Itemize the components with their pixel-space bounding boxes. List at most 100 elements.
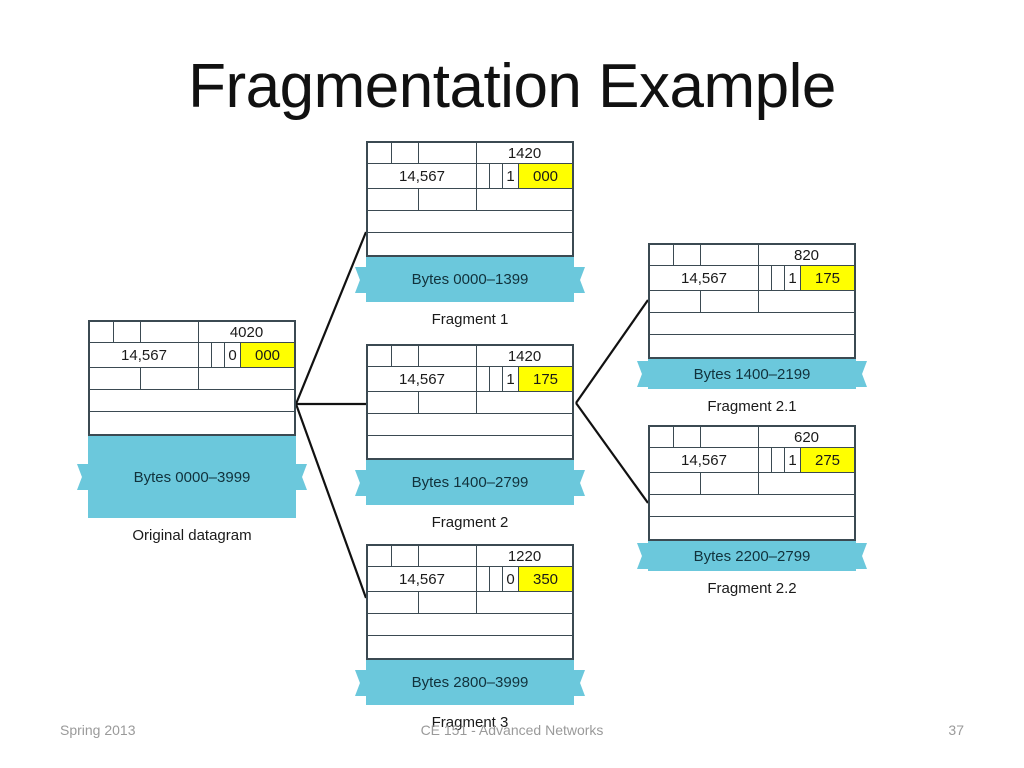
- ribbon-notch-right-icon: [856, 361, 867, 387]
- payload-ribbon-wrap: Bytes 0000–3999: [77, 436, 307, 518]
- ribbon-notch-left-icon: [637, 543, 648, 569]
- header-row-5: [368, 233, 572, 255]
- payload-ribbon-wrap: Bytes 2800–3999: [355, 660, 585, 705]
- header-row-3: [650, 473, 854, 495]
- footer-term: Spring 2013: [60, 722, 136, 738]
- payload-ribbon-wrap: Bytes 1400–2799: [355, 460, 585, 505]
- header-row-1: 1220: [368, 546, 572, 567]
- header-row-5: [650, 517, 854, 539]
- ihl-cell: [392, 546, 419, 566]
- source-address-cell: [368, 211, 572, 232]
- source-address-cell: [650, 313, 854, 334]
- header-row-3: [368, 189, 572, 211]
- header-row-1: 4020: [90, 322, 294, 343]
- ribbon-notch-right-icon: [856, 543, 867, 569]
- footer-slide-number: 37: [948, 722, 964, 738]
- version-cell: [368, 143, 392, 163]
- identification-cell: 14,567: [90, 343, 199, 367]
- slide-footer: Spring 2013 CE 151 - Advanced Networks 3…: [0, 722, 1024, 746]
- ip-header-table: 1220 14,567 0 350: [366, 544, 574, 660]
- ribbon-notch-left-icon: [355, 670, 366, 696]
- ihl-cell: [392, 143, 419, 163]
- source-address-cell: [368, 414, 572, 435]
- connector-original-to-fragment-3: [294, 403, 368, 599]
- protocol-cell: [141, 368, 199, 389]
- header-row-2: 14,567 1 275: [650, 448, 854, 473]
- total-length-cell: 1420: [507, 144, 542, 162]
- flag-dont-fragment-cell: [212, 343, 225, 367]
- ttl-cell: [368, 392, 419, 413]
- ttl-cell: [368, 592, 419, 613]
- payload-ribbon-wrap: Bytes 2200–2799: [637, 541, 867, 571]
- payload-ribbon: Bytes 2200–2799: [637, 541, 867, 571]
- total-length-cell: 1420: [507, 347, 542, 365]
- tos-cell: [701, 427, 759, 447]
- header-row-2: 14,567 0 000: [90, 343, 294, 368]
- header-checksum-cell: [477, 392, 572, 413]
- payload-label: Bytes 2200–2799: [693, 547, 811, 565]
- header-row-1: 820: [650, 245, 854, 266]
- flag-reserved-cell: [477, 367, 490, 391]
- datagram-fragment-2-2: 620 14,567 1 275: [637, 425, 867, 597]
- datagram-caption: Fragment 1: [431, 311, 509, 328]
- header-checksum-cell: [759, 291, 854, 312]
- flag-more-fragments-cell: 1: [503, 164, 519, 188]
- destination-address-cell: [650, 335, 854, 357]
- protocol-cell: [701, 473, 759, 494]
- payload-ribbon: Bytes 0000–3999: [77, 436, 307, 518]
- payload-ribbon: Bytes 0000–1399: [355, 257, 585, 302]
- flag-dont-fragment-cell: [490, 164, 503, 188]
- protocol-cell: [419, 592, 477, 613]
- total-length-cell: 620: [793, 428, 820, 446]
- flag-dont-fragment-cell: [772, 266, 785, 290]
- header-row-5: [90, 412, 294, 434]
- header-row-3: [90, 368, 294, 390]
- datagram-caption: Fragment 3: [431, 714, 509, 731]
- fragment-offset-cell: 275: [801, 448, 854, 472]
- flag-dont-fragment-cell: [490, 367, 503, 391]
- connector-original-to-fragment-1: [294, 231, 368, 405]
- identification-cell: 14,567: [368, 367, 477, 391]
- ttl-cell: [90, 368, 141, 389]
- flag-more-fragments-cell: 1: [785, 266, 801, 290]
- connector-fragment-2-to-2-1: [575, 299, 649, 404]
- ihl-cell: [674, 245, 701, 265]
- datagram-original: 4020 14,567 0 000: [77, 320, 307, 544]
- datagram-fragment-2: 1420 14,567 1 175: [355, 344, 585, 531]
- fragment-offset-cell: 175: [519, 367, 572, 391]
- payload-label: Bytes 2800–3999: [411, 674, 529, 691]
- identification-cell: 14,567: [368, 164, 477, 188]
- tos-cell: [141, 322, 199, 342]
- header-row-4: [650, 495, 854, 517]
- payload-label: Bytes 1400–2199: [693, 365, 811, 383]
- ttl-cell: [650, 473, 701, 494]
- destination-address-cell: [650, 517, 854, 539]
- header-row-2: 14,567 1 175: [650, 266, 854, 291]
- flag-reserved-cell: [477, 567, 490, 591]
- identification-cell: 14,567: [368, 567, 477, 591]
- destination-address-cell: [368, 636, 572, 658]
- ribbon-notch-right-icon: [574, 470, 585, 496]
- payload-label: Bytes 0000–3999: [133, 468, 251, 486]
- source-address-cell: [650, 495, 854, 516]
- fragment-offset-cell: 175: [801, 266, 854, 290]
- header-checksum-cell: [759, 473, 854, 494]
- ihl-cell: [674, 427, 701, 447]
- destination-address-cell: [368, 233, 572, 255]
- header-row-3: [368, 592, 572, 614]
- ribbon-notch-right-icon: [296, 464, 307, 490]
- identification-cell: 14,567: [650, 448, 759, 472]
- ttl-cell: [650, 291, 701, 312]
- ribbon-notch-right-icon: [574, 670, 585, 696]
- header-checksum-cell: [199, 368, 294, 389]
- source-address-cell: [90, 390, 294, 411]
- ribbon-notch-left-icon: [355, 470, 366, 496]
- fragment-offset-cell: 350: [519, 567, 572, 591]
- header-row-2: 14,567 1 175: [368, 367, 572, 392]
- header-row-5: [368, 636, 572, 658]
- payload-ribbon: Bytes 2800–3999: [355, 660, 585, 705]
- ribbon-notch-left-icon: [77, 464, 88, 490]
- datagram-caption: Fragment 2.1: [707, 398, 797, 415]
- protocol-cell: [419, 189, 477, 210]
- destination-address-cell: [368, 436, 572, 458]
